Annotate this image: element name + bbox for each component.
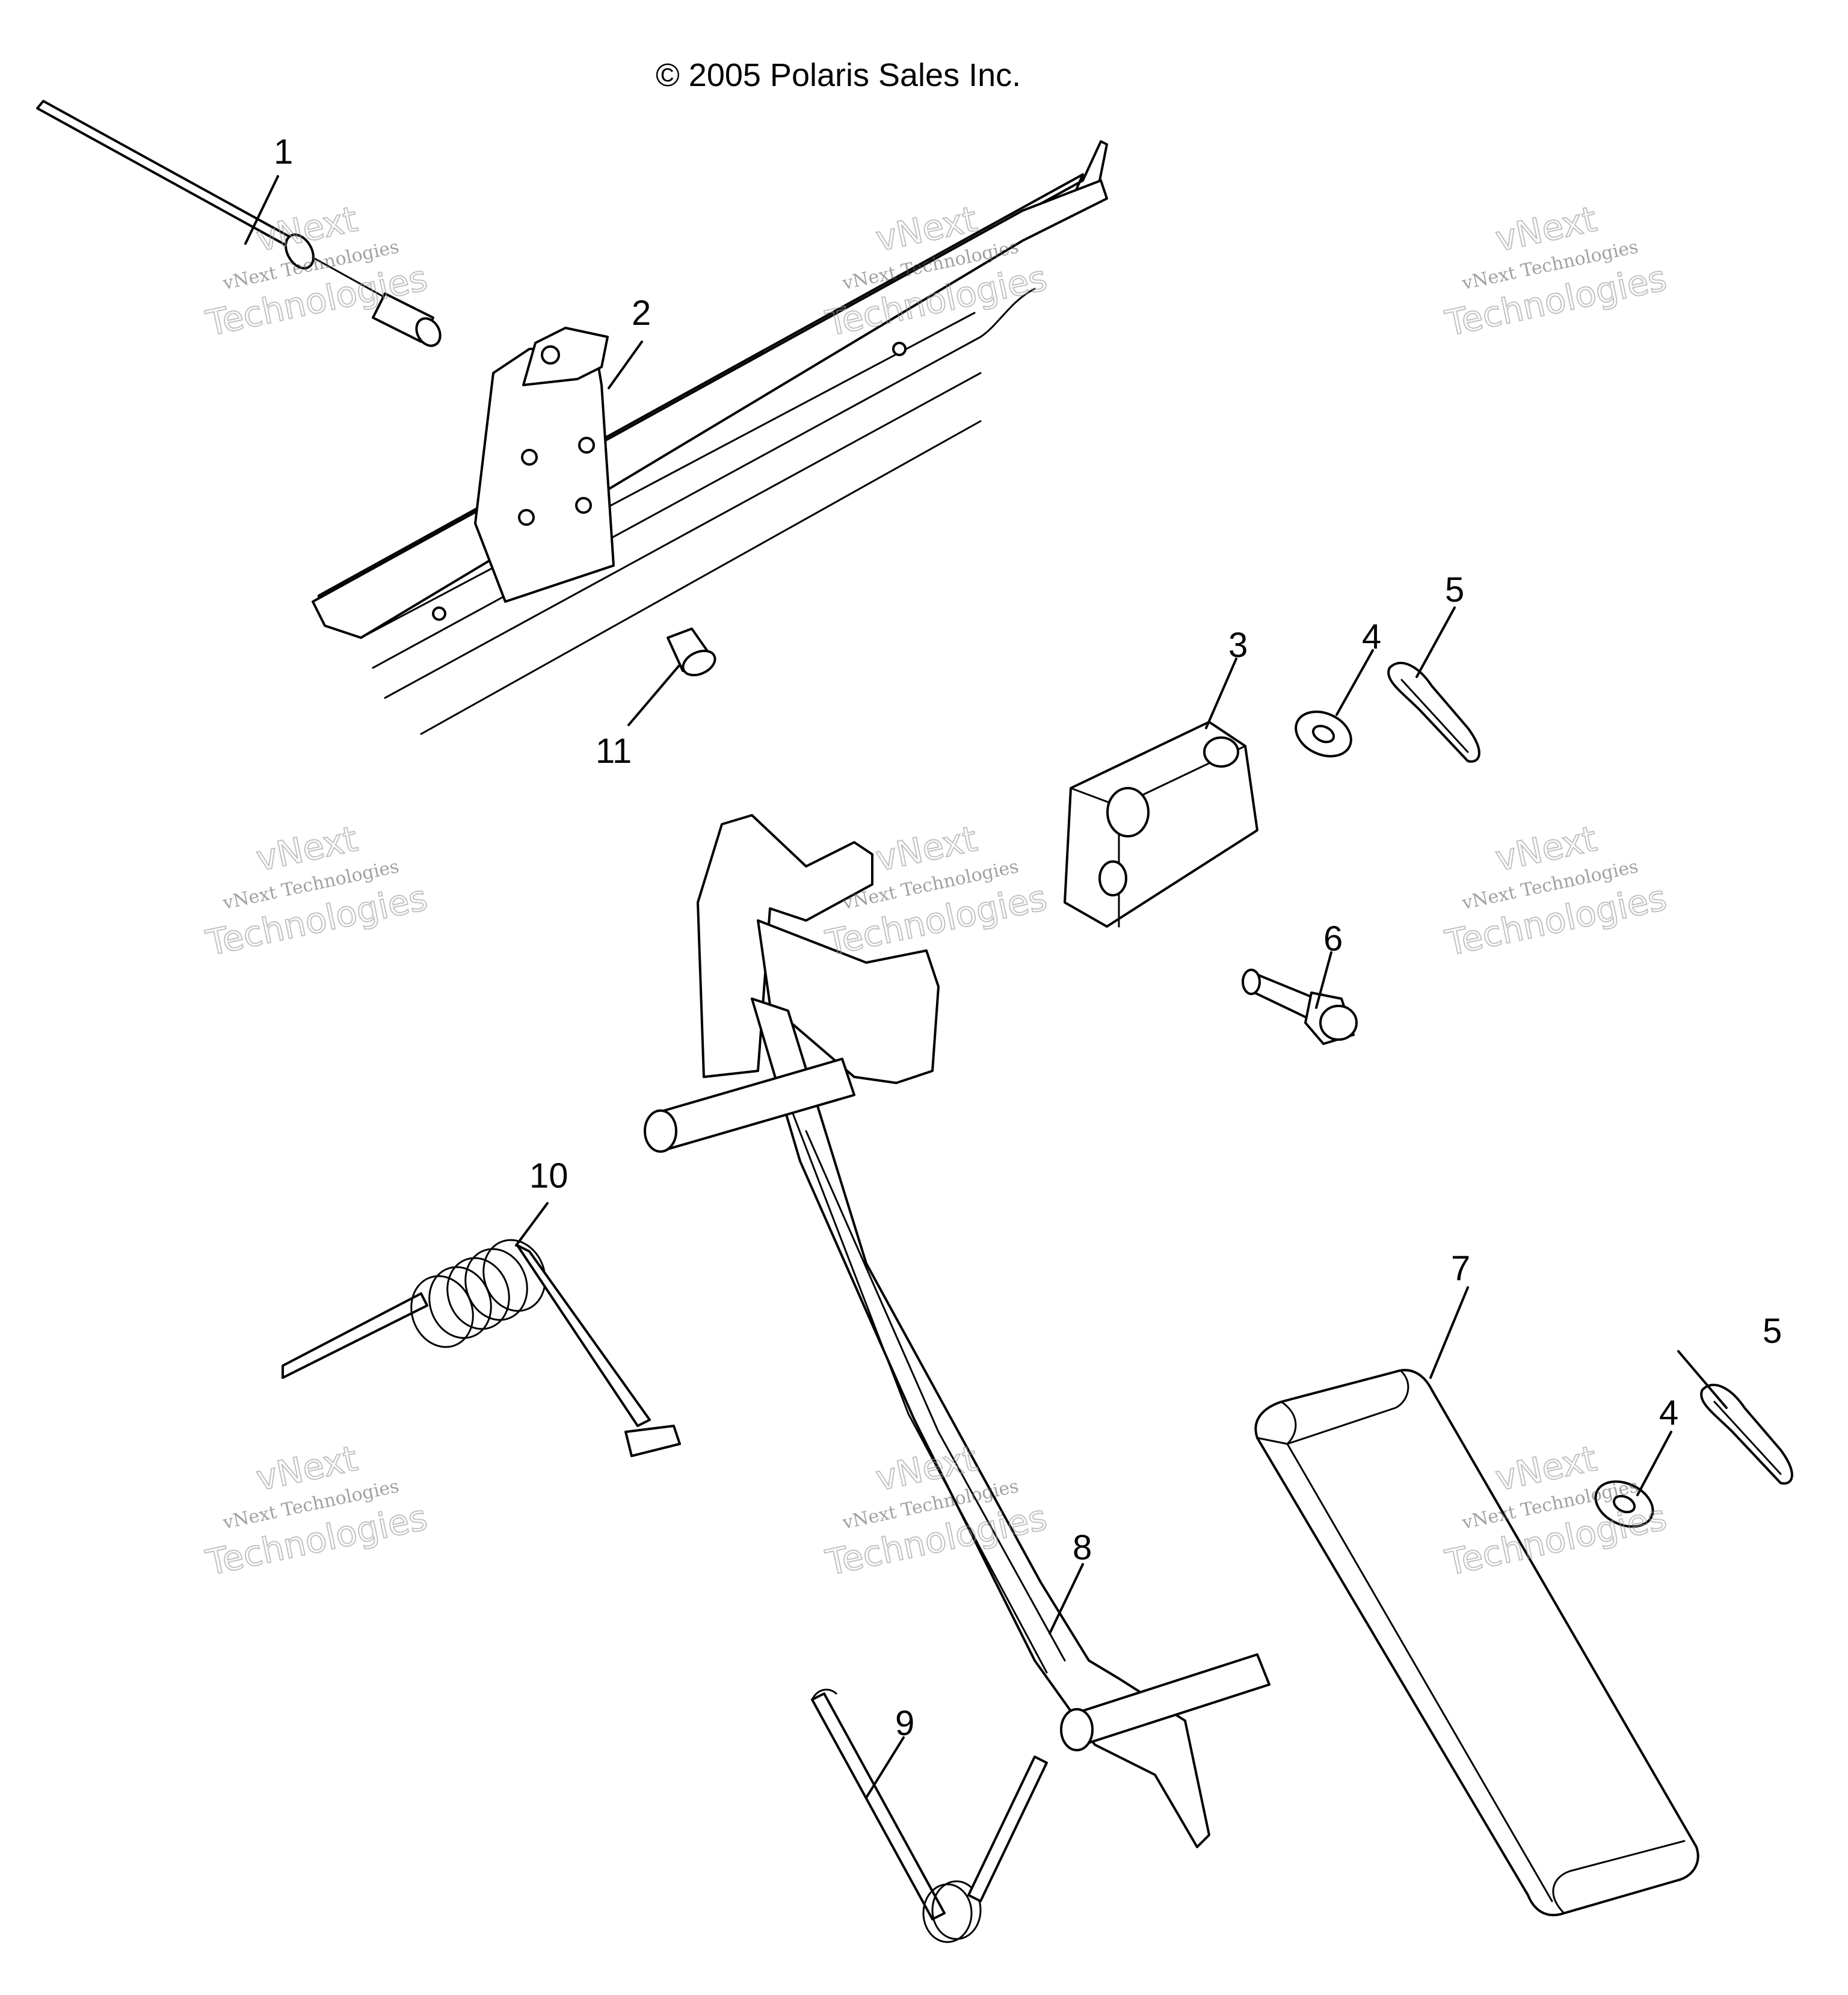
part-5-clip-upper [1387, 661, 1480, 763]
part-10-spring [282, 1239, 681, 1457]
part-3-block [1064, 721, 1258, 928]
part-2-bracket-rail [312, 140, 1108, 735]
part-9-small-spring [811, 1688, 1048, 1943]
watermark-2: vNext vNext Technologies Technologies [822, 198, 1052, 345]
callout-11: 11 [596, 732, 632, 771]
watermark-4: vNext vNext Technologies Technologies [202, 818, 432, 964]
part-8-pedal-arm [644, 814, 1270, 1848]
callout-8: 8 [1073, 1528, 1092, 1567]
callout-2: 2 [632, 294, 651, 333]
callout-9: 9 [895, 1704, 914, 1743]
watermark-6: vNext vNext Technologies Technologies [1441, 818, 1671, 964]
callout-7: 7 [1451, 1249, 1470, 1288]
part-5-clip-lower [1700, 1383, 1793, 1485]
copyright-text: © 2005 Polaris Sales Inc. [656, 57, 1021, 93]
callout-5-upper: 5 [1445, 570, 1464, 609]
leader-lines [244, 175, 1728, 1799]
callout-6: 6 [1323, 919, 1343, 958]
watermark-3: vNext vNext Technologies Technologies [1441, 198, 1671, 345]
callout-3: 3 [1228, 626, 1248, 665]
part-1-cable [36, 100, 442, 347]
callout-1: 1 [274, 132, 293, 171]
callout-10: 10 [529, 1156, 568, 1195]
callout-5-lower: 5 [1763, 1312, 1782, 1351]
part-7-pedal-pad [1254, 1369, 1699, 1917]
callout-4-upper: 4 [1362, 617, 1381, 656]
part-11-bushing [667, 627, 716, 677]
part-6-bolt [1242, 969, 1358, 1045]
part-4-washer-upper [1295, 711, 1352, 757]
watermark-7: vNext vNext Technologies Technologies [202, 1437, 432, 1584]
callout-4-lower: 4 [1659, 1393, 1678, 1432]
